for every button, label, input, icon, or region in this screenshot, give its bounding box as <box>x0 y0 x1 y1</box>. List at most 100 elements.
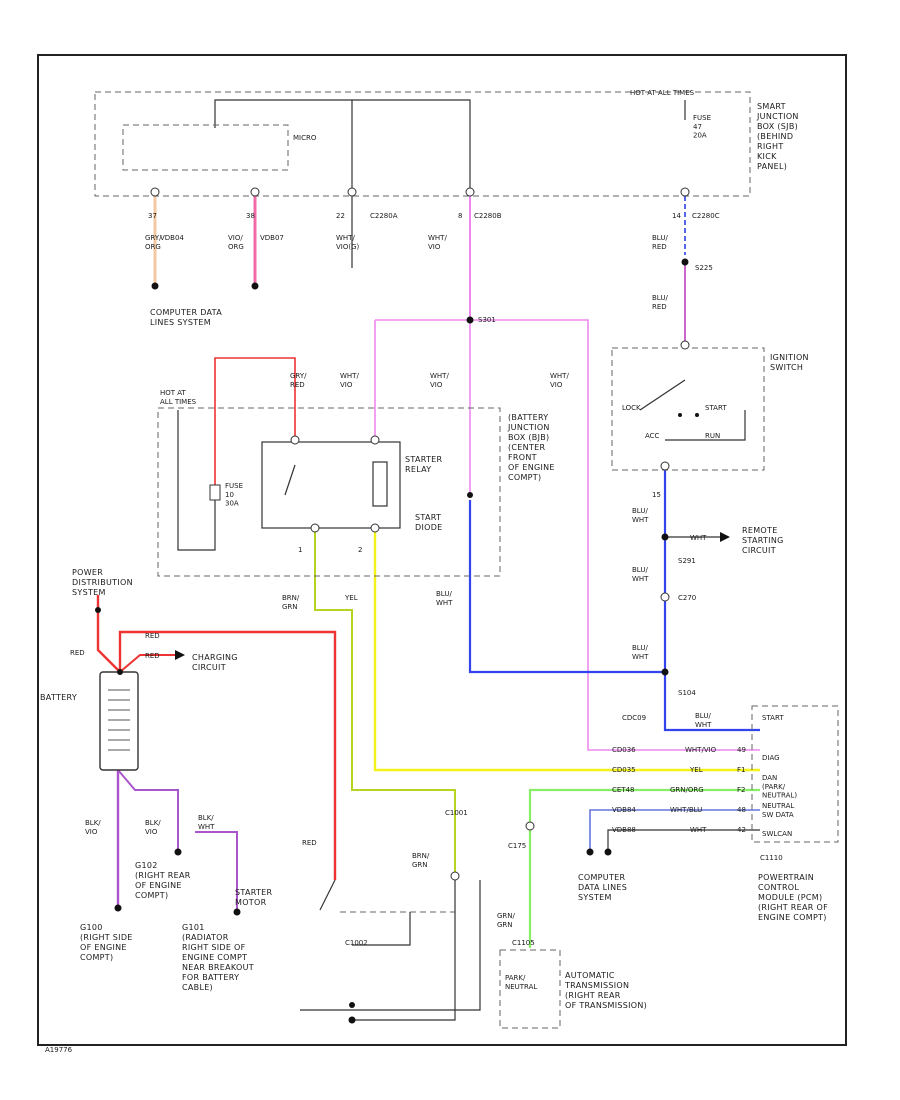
label-blu-red-lower: BLU/RED <box>652 294 668 311</box>
label-s104: S104 <box>678 689 696 697</box>
label-grn-grn: GRN/GRN <box>497 912 516 929</box>
label-w38: 38 <box>246 212 255 220</box>
wire-brn-grn <box>314 530 456 875</box>
label-cd035: CD035 <box>612 766 636 774</box>
pcm-box <box>751 705 839 843</box>
remote-start-arrow-icon <box>720 532 730 542</box>
label-wht-vio-pcm: WHT/VIO <box>550 372 569 389</box>
fuse-bjb-icon <box>209 484 221 501</box>
ign-contact-dot-1 <box>678 413 682 417</box>
label-wht-vio-g: WHT/VIO(G) <box>336 234 360 251</box>
label-s291: S291 <box>678 557 696 565</box>
label-w14: 14 <box>672 212 681 220</box>
label-blk-wht: BLK/WHT <box>198 814 215 831</box>
label-pcm-pin-start: START <box>762 714 784 722</box>
starter-winding-link <box>352 912 411 946</box>
label-gry-org: GRY/ORG <box>145 234 162 251</box>
diagram-frame <box>37 54 847 1046</box>
trans-switch-box <box>499 949 561 1029</box>
ignition-contact-icon <box>639 379 686 411</box>
sjb-internal-bus <box>214 99 471 190</box>
label-pcm-pin-swlcan: SWLCAN <box>762 830 792 838</box>
label-vdb84: VDB84 <box>612 806 636 814</box>
label-w22: 22 <box>336 212 345 220</box>
label-c1002: C1002 <box>345 939 368 947</box>
wire-gry-red <box>214 357 296 485</box>
charging-arrow-icon <box>175 650 185 660</box>
label-blk-vio-g102: BLK/VIO <box>145 819 161 836</box>
label-s301: S301 <box>478 316 496 324</box>
label-red-starter: RED <box>145 632 160 640</box>
label-wht-remote: WHT <box>690 534 707 542</box>
wire-wht-vio-pcm <box>375 319 760 751</box>
relay-coil-icon <box>372 461 388 507</box>
label-pin-2: 2 <box>358 546 362 554</box>
label-vio-org: VIO/ORG <box>228 234 244 251</box>
label-pin-1: 1 <box>298 546 302 554</box>
label-pcm-pin-diag: DIAG <box>762 754 780 762</box>
label-c1110: C1110 <box>760 854 783 862</box>
label-red-pds: RED <box>70 649 85 657</box>
relay-contact-icon <box>284 464 296 496</box>
label-c175: C175 <box>508 842 526 850</box>
label-blu-wht-ign: BLU/WHT <box>632 507 649 524</box>
label-w8: 8 <box>458 212 462 220</box>
wire-yel <box>373 530 760 772</box>
label-wht-vio-sjb: WHT/VIO <box>428 234 447 251</box>
wire-blu-wht-diode <box>468 500 665 674</box>
label-pcm-pin-dan: DAN(PARK/NEUTRAL) <box>762 774 797 800</box>
bjb-box <box>157 407 501 577</box>
label-fig-id: A19776 <box>45 1046 73 1054</box>
label-vdb88: VDB88 <box>612 826 636 834</box>
wire-fuse-bjb-feed <box>177 410 216 551</box>
wire-blk-vio-g102 <box>117 769 179 850</box>
connector-dots <box>95 258 689 1024</box>
label-gry-red: GRY/RED <box>290 372 307 389</box>
sjb-box <box>94 91 751 197</box>
label-blu-red-upper: BLU/RED <box>652 234 668 251</box>
ign-contact-dot-2 <box>695 413 699 417</box>
label-vdb07: VDB07 <box>260 234 284 242</box>
label-grn-org: GRN/ORG <box>670 786 704 794</box>
label-blu-wht-diode: BLU/WHT <box>436 590 453 607</box>
label-wht-vio-diode: WHT/VIO <box>430 372 449 389</box>
label-vdb04: VDB04 <box>160 234 184 242</box>
wire-wht-blu <box>589 809 760 850</box>
label-hot-at-all-times: HOT AT ALL TIMES <box>630 89 695 97</box>
label-brn-grn-relay: BRN/GRN <box>282 594 300 611</box>
label-ign-start: START <box>705 404 727 412</box>
micro-box <box>122 124 289 171</box>
starter-solenoid-contact-icon <box>319 879 336 911</box>
label-c1105: C1105 <box>512 939 535 947</box>
label-w37: 37 <box>148 212 157 220</box>
label-c2280a: C2280A <box>370 212 398 220</box>
label-yel-relay: YEL <box>344 594 358 602</box>
label-battery: BATTERY <box>40 693 77 702</box>
label-c1001: C1001 <box>445 809 468 817</box>
label-wht-c: WHT <box>690 826 707 834</box>
label-ign-acc: ACC <box>645 432 660 440</box>
label-pcm-f1: F1 <box>737 766 745 774</box>
starter-relay-box <box>261 441 401 529</box>
label-yel-c: YEL <box>689 766 703 774</box>
label-blu-wht-mid: BLU/WHT <box>632 566 649 583</box>
label-c270: C270 <box>678 594 696 602</box>
label-pcm-f2: F2 <box>737 786 745 794</box>
wire-wht <box>607 829 760 850</box>
